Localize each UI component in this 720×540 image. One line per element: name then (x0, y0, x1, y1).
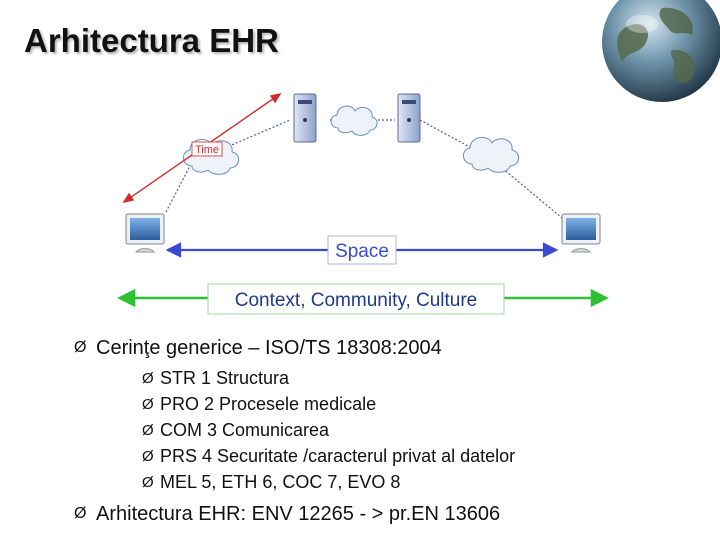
list-item: Ø MEL 5, ETH 6, COC 7, EVO 8 (74, 470, 714, 494)
network-cloud (463, 137, 518, 172)
database-server-icon (398, 94, 420, 142)
bullet-text: PRS 4 Securitate /caracterul privat al d… (160, 446, 515, 467)
bullet-text: PRO 2 Procesele medicale (160, 394, 376, 415)
list-item: Ø PRO 2 Procesele medicale (74, 392, 714, 416)
bullet-text: MEL 5, ETH 6, COC 7, EVO 8 (160, 472, 400, 493)
list-item: Ø Cerinţe generice – ISO/TS 18308:2004 (74, 334, 714, 362)
arrow-bullet-icon: Ø (74, 505, 96, 523)
bullet-text: Arhitectura EHR: ENV 12265 - > pr.EN 136… (96, 503, 500, 526)
database-server-icon (294, 94, 316, 142)
ehr-diagram: Time Space Context, Community, Culture (110, 80, 620, 320)
bullet-text: Cerinţe generice – ISO/TS 18308:2004 (96, 337, 442, 360)
arrow-bullet-icon: Ø (74, 339, 96, 357)
arrow-bullet-icon: Ø (142, 370, 160, 387)
arrow-bullet-icon: Ø (142, 396, 160, 413)
list-item: Ø STR 1 Structura (74, 366, 714, 390)
bullet-text: STR 1 Structura (160, 368, 289, 389)
arrow-bullet-icon: Ø (142, 422, 160, 439)
list-item: Ø COM 3 Comunicarea (74, 418, 714, 442)
arrow-bullet-icon: Ø (142, 474, 160, 491)
list-item: Ø Arhitectura EHR: ENV 12265 - > pr.EN 1… (74, 500, 714, 528)
context-label: Context, Community, Culture (235, 290, 478, 311)
list-item: Ø PRS 4 Securitate /caracterul privat al… (74, 444, 714, 468)
slide-title: Arhitectura EHR (24, 22, 279, 60)
user-workstation-icon (562, 214, 600, 252)
bullet-list: Ø Cerinţe generice – ISO/TS 18308:2004 Ø… (74, 334, 714, 528)
network-cloud (331, 106, 377, 135)
time-label: Time (195, 144, 219, 156)
bullet-text: COM 3 Comunicarea (160, 420, 329, 441)
arrow-bullet-icon: Ø (142, 448, 160, 465)
user-workstation-icon (126, 214, 164, 252)
space-label: Space (335, 241, 389, 262)
